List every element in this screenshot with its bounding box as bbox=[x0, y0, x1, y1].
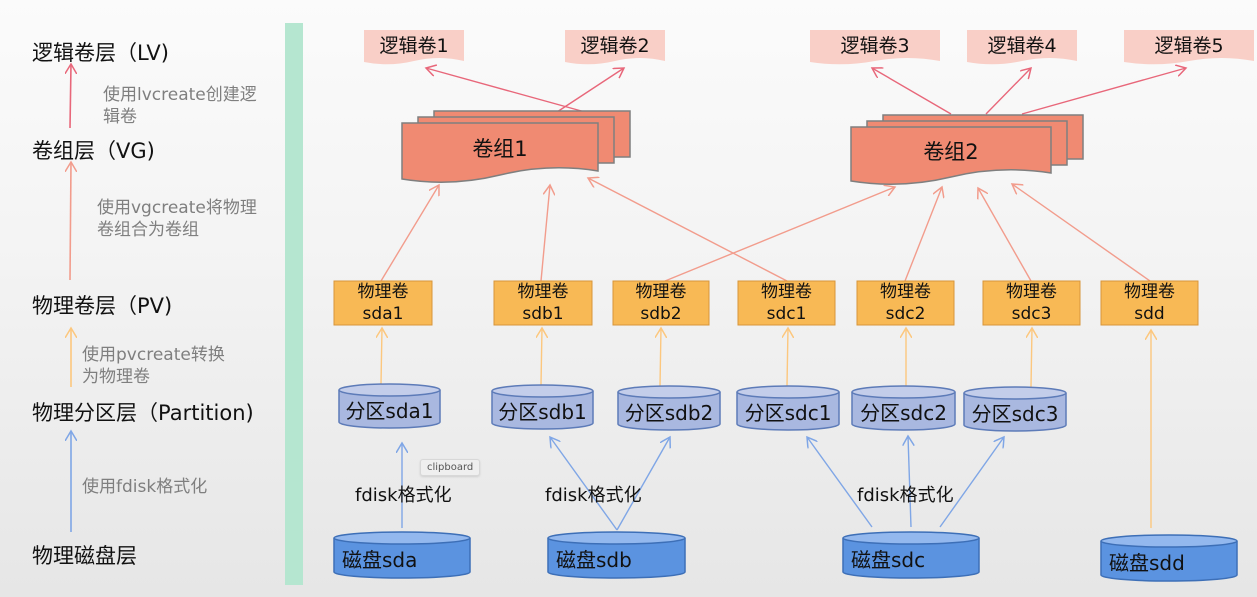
fdisk-format-label: fdisk格式化 bbox=[545, 485, 642, 506]
step-label-pvcreate: 使用pvcreate转换为物理卷 bbox=[82, 345, 225, 387]
step-label-vgcreate: 使用vgcreate将物理卷组合为卷组 bbox=[97, 198, 257, 240]
partition-cylinder-body bbox=[736, 392, 840, 431]
physical-volume-shape bbox=[737, 280, 836, 326]
volume-group-shape bbox=[850, 126, 1052, 185]
physical-volume-shape bbox=[1100, 280, 1199, 326]
partition-cylinder-top bbox=[851, 385, 956, 399]
edge-disk-to-partition bbox=[807, 437, 873, 528]
step-label-fdisk: 使用fdisk格式化 bbox=[82, 477, 208, 497]
disk-cylinder-top bbox=[1100, 534, 1238, 548]
partition-cylinder-body bbox=[617, 392, 721, 431]
physical-volume-shape bbox=[612, 280, 710, 326]
edge-pv-to-vg bbox=[904, 187, 942, 282]
edge-partition-to-pv bbox=[1031, 328, 1032, 388]
edge-pv-to-vg bbox=[664, 187, 895, 282]
clipboard-tooltip: clipboard bbox=[420, 459, 481, 476]
partition-cylinder-body bbox=[963, 393, 1067, 432]
edge-pv-to-vg bbox=[978, 188, 1032, 282]
disk-cylinder-body bbox=[547, 538, 686, 579]
layer-label-vg: 卷组层（VG) bbox=[32, 139, 155, 163]
partition-cylinder-body bbox=[851, 392, 956, 431]
divider-bar bbox=[285, 23, 303, 585]
physical-volume-shape bbox=[493, 280, 593, 326]
physical-volume-shape bbox=[856, 280, 955, 326]
edge-pv-to-vg bbox=[540, 185, 550, 282]
edge-disk-to-partition bbox=[908, 436, 911, 528]
logical-volume-shape bbox=[364, 30, 464, 65]
disk-cylinder-top bbox=[842, 531, 980, 545]
physical-volume-shape bbox=[333, 280, 433, 326]
volume-group-shape bbox=[401, 122, 599, 183]
legend-arrow-vgcreate bbox=[70, 162, 71, 281]
edge-vg-to-lv bbox=[1021, 68, 1186, 115]
disk-cylinder-body bbox=[333, 538, 471, 579]
layer-label-lv: 逻辑卷层（LV) bbox=[32, 41, 169, 65]
partition-cylinder-body bbox=[491, 391, 594, 430]
partition-cylinder-body bbox=[338, 390, 441, 429]
partition-cylinder-top bbox=[963, 386, 1067, 400]
layer-label-disk: 物理磁盘层 bbox=[32, 544, 137, 568]
fdisk-format-label: fdisk格式化 bbox=[857, 485, 954, 506]
fdisk-format-label: fdisk格式化 bbox=[355, 485, 452, 506]
partition-cylinder-top bbox=[736, 385, 840, 399]
partition-cylinder-top bbox=[491, 384, 594, 398]
disk-cylinder-body bbox=[1100, 541, 1238, 582]
logical-volume-shape bbox=[565, 30, 665, 65]
edge-partition-to-pv bbox=[381, 328, 382, 385]
edge-pv-to-vg bbox=[1012, 184, 1151, 282]
edge-partition-to-pv bbox=[541, 328, 542, 386]
partition-cylinder-top bbox=[617, 385, 721, 399]
disk-cylinder-body bbox=[842, 538, 980, 579]
edge-vg-to-lv bbox=[872, 68, 952, 115]
edge-vg-to-lv bbox=[985, 68, 1031, 115]
physical-volume-shape bbox=[982, 280, 1081, 326]
edge-partition-to-pv bbox=[787, 328, 788, 387]
disk-cylinder-top bbox=[333, 531, 471, 545]
edge-disk-to-partition bbox=[939, 437, 1004, 528]
partition-cylinder-top bbox=[338, 383, 441, 397]
step-label-lvcreate: 使用lvcreate创建逻辑卷 bbox=[103, 85, 257, 127]
logical-volume-shape bbox=[967, 30, 1077, 65]
layer-label-partition: 物理分区层（Partition) bbox=[32, 401, 254, 425]
legend-arrow-lvcreate bbox=[70, 64, 71, 129]
logical-volume-shape bbox=[1124, 30, 1254, 65]
layer-label-pv: 物理卷层（PV) bbox=[32, 294, 173, 318]
edge-disk-to-partition bbox=[550, 437, 618, 531]
disk-cylinder-top bbox=[547, 531, 686, 545]
edge-disk-to-partition bbox=[616, 437, 670, 531]
edge-vg-to-lv bbox=[426, 68, 586, 113]
edge-partition-to-pv bbox=[660, 328, 661, 387]
edge-pv-to-vg bbox=[588, 178, 788, 282]
logical-volume-shape bbox=[810, 30, 940, 65]
edge-vg-to-lv bbox=[556, 68, 624, 113]
edge-pv-to-vg bbox=[380, 185, 439, 282]
